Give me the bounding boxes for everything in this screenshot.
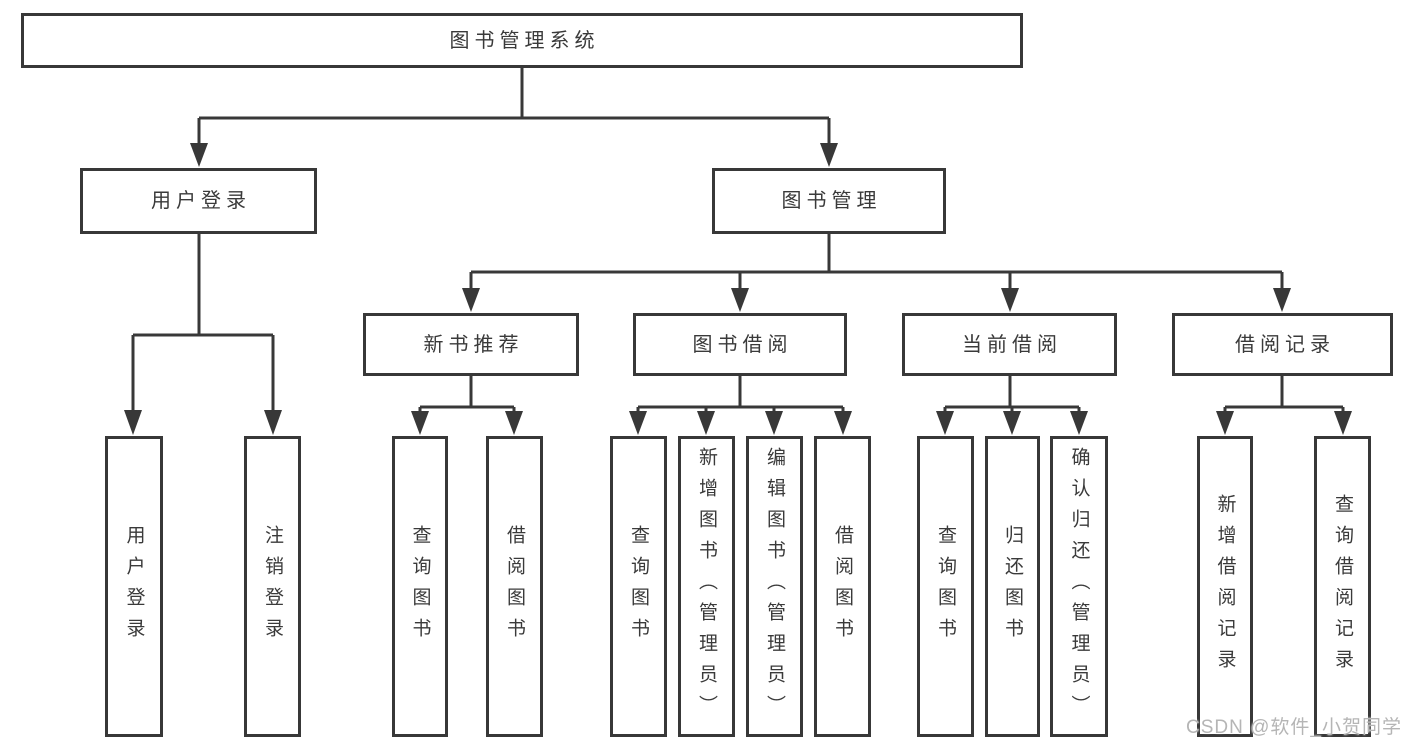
- node-leaf-br-add-record-label: 新增借阅记录: [1214, 493, 1236, 680]
- node-current-borrow-label: 当前借阅: [962, 333, 1062, 356]
- arrow-down-icon: [190, 143, 208, 167]
- arrow-down-icon: [936, 411, 954, 435]
- node-book-mgmt-label: 图书管理: [781, 190, 882, 212]
- connector-currentborrow-to-leaves: [943, 376, 1081, 415]
- node-leaf-user-login-label: 用户登录: [123, 524, 145, 649]
- node-leaf-bb-borrow-books: 借阅图书: [814, 436, 871, 737]
- node-leaf-bb-add-books-label: 新增图书（管理员）: [696, 447, 717, 726]
- node-user-login: 用户登录: [80, 168, 317, 234]
- arrow-down-icon: [731, 288, 749, 312]
- node-leaf-cb-return-books: 归还图书: [985, 436, 1040, 737]
- node-book-borrow: 图书借阅: [633, 313, 847, 376]
- arrow-down-icon: [1216, 411, 1234, 435]
- connector-root-to-level1: [197, 68, 831, 146]
- arrow-down-icon: [1001, 288, 1019, 312]
- node-leaf-logout-label: 注销登录: [262, 524, 283, 649]
- node-leaf-nb-borrow-books: 借阅图书: [486, 436, 543, 737]
- node-book-borrow-label: 图书借阅: [692, 333, 793, 356]
- node-leaf-bb-add-books: 新增图书（管理员）: [678, 436, 735, 737]
- csdn-watermark: CSDN @软件_小贺同学: [1186, 717, 1402, 738]
- node-leaf-cb-confirm-return: 确认归还（管理员）: [1050, 436, 1108, 737]
- node-borrow-records: 借阅记录: [1172, 313, 1393, 376]
- arrow-down-icon: [834, 411, 852, 435]
- arrow-down-icon: [1070, 411, 1088, 435]
- arrow-down-icon: [1273, 288, 1291, 312]
- arrow-down-icon: [1003, 411, 1021, 435]
- arrowheads: [124, 143, 1352, 435]
- arrow-down-icon: [765, 411, 783, 435]
- connector-newbooks-to-leaves: [418, 376, 516, 415]
- connector-borrowrecords-to-leaves: [1223, 376, 1345, 415]
- node-leaf-cb-confirm-return-label: 确认归还（管理员）: [1068, 447, 1090, 726]
- node-leaf-bb-query-books: 查询图书: [610, 436, 667, 737]
- node-leaf-nb-borrow-books-label: 借阅图书: [504, 524, 525, 649]
- node-current-borrow: 当前借阅: [902, 313, 1117, 376]
- node-user-login-label: 用户登录: [151, 190, 251, 212]
- connector-bookborrow-to-leaves: [636, 376, 845, 415]
- arrow-down-icon: [264, 410, 282, 435]
- connector-bookmgmt-to-level2: [469, 234, 1284, 292]
- node-leaf-bb-borrow-books-label: 借阅图书: [832, 524, 853, 649]
- arrow-down-icon: [629, 411, 647, 435]
- node-leaf-br-add-record: 新增借阅记录: [1197, 436, 1253, 737]
- node-leaf-cb-return-books-label: 归还图书: [1002, 524, 1023, 649]
- node-leaf-cb-query-books: 查询图书: [917, 436, 974, 737]
- node-leaf-bb-query-books-label: 查询图书: [628, 524, 649, 649]
- node-leaf-nb-query-books-label: 查询图书: [409, 524, 431, 649]
- node-leaf-br-query-record-label: 查询借阅记录: [1332, 493, 1353, 680]
- node-leaf-br-query-record: 查询借阅记录: [1314, 436, 1371, 737]
- node-book-mgmt: 图书管理: [712, 168, 946, 234]
- arrow-down-icon: [820, 143, 838, 167]
- arrow-down-icon: [411, 411, 429, 435]
- arrow-down-icon: [1334, 411, 1352, 435]
- node-leaf-logout: 注销登录: [244, 436, 301, 737]
- connector-userlogin-to-leaves: [131, 234, 275, 414]
- node-new-books: 新书推荐: [363, 313, 579, 376]
- arrow-down-icon: [505, 411, 523, 435]
- node-borrow-records-label: 借阅记录: [1235, 333, 1335, 356]
- node-leaf-cb-query-books-label: 查询图书: [935, 524, 956, 649]
- node-root: 图书管理系统: [21, 13, 1023, 68]
- arrow-down-icon: [697, 411, 715, 435]
- node-new-books-label: 新书推荐: [423, 333, 524, 356]
- node-root-label: 图书管理系统: [449, 29, 600, 52]
- node-leaf-bb-edit-books: 编辑图书（管理员）: [746, 436, 803, 737]
- node-leaf-nb-query-books: 查询图书: [392, 436, 448, 737]
- node-leaf-bb-edit-books-label: 编辑图书（管理员）: [764, 447, 785, 726]
- arrow-down-icon: [462, 288, 480, 312]
- arrow-down-icon: [124, 410, 142, 435]
- node-leaf-user-login: 用户登录: [105, 436, 163, 737]
